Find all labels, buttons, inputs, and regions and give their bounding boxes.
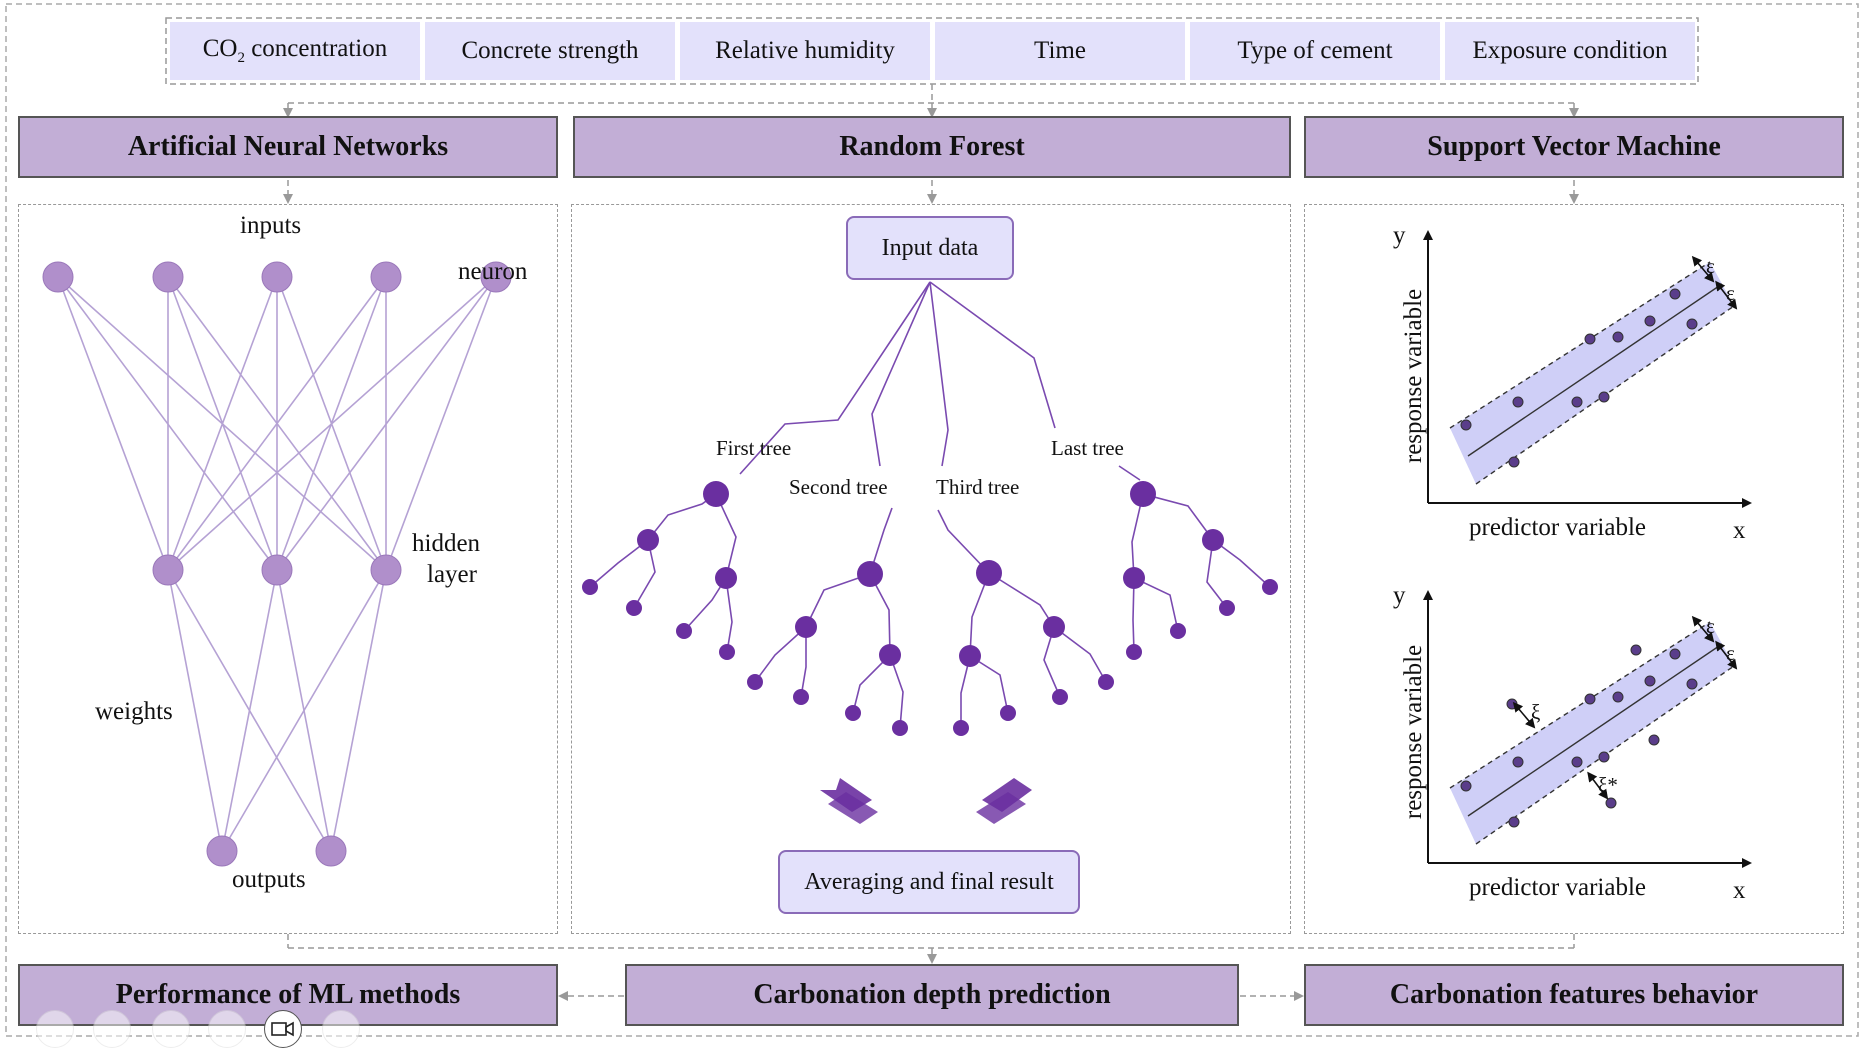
svm2-epsilon-2: ε <box>1726 641 1735 665</box>
rf-panel <box>571 204 1291 934</box>
ann-inputs-label: inputs <box>240 212 302 239</box>
feature-time: Time <box>935 22 1185 80</box>
svm1-x-axis-label: x <box>1733 517 1746 544</box>
rf-final-result-box: Averaging and final result <box>778 850 1080 914</box>
epsilon-tube-2 <box>1450 622 1734 844</box>
rf-last-tree-label: Last tree <box>1051 436 1124 460</box>
svm1-epsilon-2: ε <box>1726 281 1735 305</box>
play-icon[interactable] <box>36 1010 74 1048</box>
svm-plot-2 <box>1423 590 1752 868</box>
input-neuron-4 <box>370 261 402 293</box>
behavior-box: Carbonation features behavior <box>1304 964 1844 1026</box>
pen-icon[interactable] <box>93 1010 131 1048</box>
feature-cement-type: Type of cement <box>1190 22 1440 80</box>
svm2-xi-star-label: ξ* <box>1598 773 1618 797</box>
ann-neuron-label: neuron <box>458 258 528 285</box>
feature-exposure-condition: Exposure condition <box>1445 22 1695 80</box>
averaging-chevrons <box>820 778 1032 824</box>
ann-outputs-label: outputs <box>232 866 306 893</box>
rf-header: Random Forest <box>573 116 1291 178</box>
outer-frame <box>5 3 1859 1037</box>
ann-hidden-label-2: layer <box>427 561 477 588</box>
feature-co2: CO2 concentration <box>170 22 420 80</box>
rf-second-tree-label: Second tree <box>789 475 888 499</box>
svm-panel <box>1304 204 1844 934</box>
more-icon[interactable] <box>322 1010 360 1048</box>
svm1-y-axis-label: y <box>1393 222 1406 249</box>
input-neuron-5 <box>480 261 512 293</box>
svm-header: Support Vector Machine <box>1304 116 1844 178</box>
camera-icon[interactable] <box>264 1010 302 1048</box>
feature-connectors <box>283 84 1579 1001</box>
rf-tree-nodes <box>582 481 1278 736</box>
epsilon-tube-1 <box>1450 262 1734 484</box>
ann-weights-label: weights <box>95 698 173 725</box>
ann-header: Artificial Neural Networks <box>18 116 558 178</box>
svm2-predictor-label: predictor variable <box>1469 874 1646 901</box>
prediction-box: Carbonation depth prediction <box>625 964 1239 1026</box>
hidden-neuron-1 <box>152 554 184 586</box>
output-neuron-2 <box>315 835 347 867</box>
rf-first-tree-label: First tree <box>716 436 792 460</box>
rf-trees <box>589 493 1271 729</box>
svm2-response-label: response variable <box>1400 644 1427 820</box>
rf-branches <box>739 281 1141 481</box>
slides-icon[interactable] <box>152 1010 190 1048</box>
ann-neurons <box>42 261 512 867</box>
input-neuron-1 <box>42 261 74 293</box>
rf-third-tree-label: Third tree <box>936 475 1020 499</box>
output-neuron-1 <box>206 835 238 867</box>
svm2-y-axis-label: y <box>1393 582 1406 609</box>
rf-input-data-box: Input data <box>846 216 1014 280</box>
input-neuron-2 <box>152 261 184 293</box>
svm1-predictor-label: predictor variable <box>1469 514 1646 541</box>
feature-concrete-strength: Concrete strength <box>425 22 675 80</box>
svm2-epsilon-1: ε <box>1706 614 1715 638</box>
hidden-neuron-3 <box>370 554 402 586</box>
ann-panel <box>18 204 558 934</box>
svm2-xi-label: ξ <box>1531 700 1541 724</box>
svm1-response-label: response variable <box>1400 288 1427 464</box>
svm2-x-axis-label: x <box>1733 877 1746 904</box>
svm1-epsilon-1: ε <box>1706 254 1715 278</box>
feature-relative-humidity: Relative humidity <box>680 22 930 80</box>
ann-weights <box>57 276 497 852</box>
zoom-icon[interactable] <box>208 1010 246 1048</box>
input-neuron-3 <box>261 261 293 293</box>
hidden-neuron-2 <box>261 554 293 586</box>
svm-plot-1 <box>1423 230 1752 508</box>
feature-co2-text: CO2 concentration <box>202 35 388 66</box>
ann-hidden-label-1: hidden <box>412 530 481 557</box>
